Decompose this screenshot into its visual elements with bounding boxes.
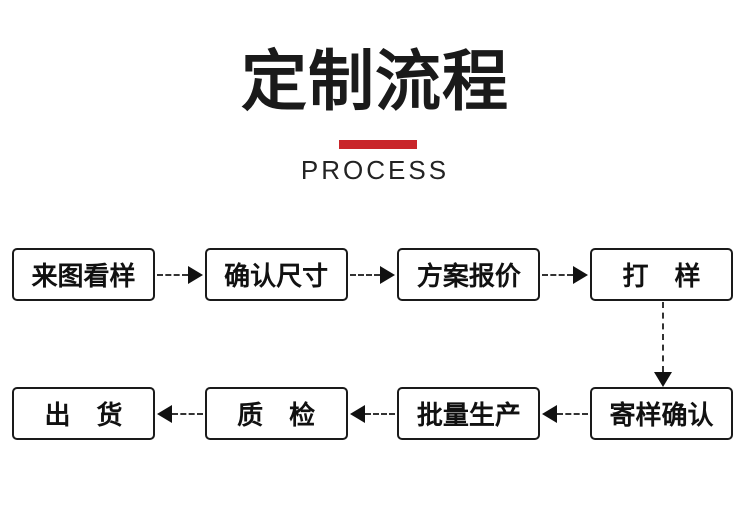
arrowhead-right-icon — [380, 265, 396, 284]
flow-row-bottom: 出 货 质 检 批量生产 寄样确认 — [12, 387, 734, 440]
arrowhead-left-icon — [157, 404, 172, 423]
arrow-left-icon — [348, 404, 398, 424]
dashed-line — [349, 273, 381, 276]
arrow-down-icon — [654, 302, 672, 387]
page-subtitle: PROCESS — [300, 155, 450, 185]
arrowhead-right-icon — [573, 265, 589, 284]
flow-step-confirm-size: 确认尺寸 — [204, 248, 348, 301]
arrow-right-icon — [540, 265, 590, 285]
arrow-left-icon — [540, 404, 590, 424]
flow-step-receive-design: 来图看样 — [12, 248, 155, 301]
arrow-right-icon — [155, 265, 205, 285]
dashed-line — [557, 412, 589, 415]
arrowhead-right-icon — [187, 265, 203, 284]
dashed-line — [172, 412, 203, 415]
dashed-line — [662, 302, 664, 372]
dashed-line — [364, 412, 396, 415]
arrow-right-icon — [348, 265, 398, 285]
flow-row-top: 来图看样 确认尺寸 方案报价 打 样 — [12, 248, 734, 301]
page-title: 定制流程 — [241, 44, 509, 118]
arrowhead-down-icon — [654, 372, 672, 387]
flow-step-sample-confirmation: 寄样确认 — [590, 387, 734, 440]
dashed-line — [157, 273, 188, 276]
arrow-left-icon — [155, 404, 205, 424]
title-accent-bar — [339, 140, 417, 149]
dashed-line — [542, 273, 574, 276]
arrowhead-left-icon — [542, 404, 558, 423]
flow-step-quality-check: 质 检 — [204, 387, 348, 440]
flow-step-mass-production: 批量生产 — [397, 387, 541, 440]
flow-step-sampling: 打 样 — [590, 248, 734, 301]
flow-step-ship: 出 货 — [12, 387, 155, 440]
arrowhead-left-icon — [349, 404, 365, 423]
flow-step-quote: 方案报价 — [397, 248, 541, 301]
